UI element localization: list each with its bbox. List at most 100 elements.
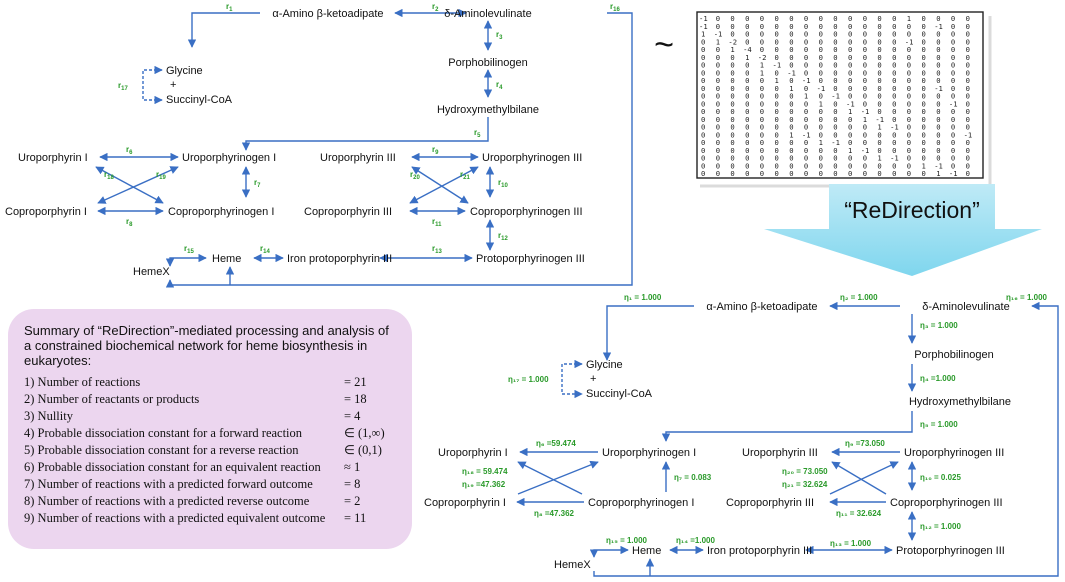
summary-title: Summary of “ReDirection”-mediated proces… (24, 323, 389, 368)
top-label-r10: r10 (498, 178, 508, 189)
top-label-r15: r15 (184, 244, 194, 255)
summary-row-label: 7) Number of reactions with a predicted … (24, 477, 313, 491)
top-node-succinyl-coa: Succinyl-CoA (166, 94, 233, 106)
top-edge-r17 (142, 65, 163, 105)
top-label-r17: r17 (118, 81, 128, 92)
top-node-porphobilinogen: Porphobilinogen (448, 57, 528, 69)
eta-label-5: η₅ = 1.000 (920, 420, 958, 429)
top-label-r19: r19 (156, 170, 166, 181)
bottom-node-protoporphyrinogen-iii: Protoporphyrinogen III (896, 545, 1005, 557)
bottom-edge-r21 (829, 461, 899, 495)
bottom-node-glycine: Glycine (586, 359, 623, 371)
top-label-r16: r16 (610, 2, 620, 13)
top-label-r13: r13 (432, 244, 442, 255)
top-node-coproporphyrinogen-iii: Coproporphyrinogen III (470, 206, 583, 218)
summary-row: 1) Number of reactions = 21 (24, 374, 398, 391)
top-label-r21: r21 (460, 170, 470, 181)
summary-row-value: = 8 (344, 477, 361, 491)
bottom-node-uroporphyrin-iii: Uroporphyrin III (742, 447, 818, 459)
summary-row: 3) Nullity= 4 (24, 408, 398, 425)
top-node-coproporphyrinogen-i: Coproporphyrinogen I (168, 206, 274, 218)
eta-label-18: η₁₈ = 59.474 (462, 467, 508, 476)
eta-label-20: η₂₀ = 73.050 (782, 467, 828, 476)
top-label-r4: r4 (496, 80, 503, 91)
summary-row-label: 1) Number of reactions (24, 375, 141, 389)
bottom-edge-r16 (593, 301, 1059, 577)
top-node-uroporphyrin-iii: Uroporphyrin III (320, 152, 396, 164)
summary-row-label: 8) Number of reactions with a predicted … (24, 494, 310, 508)
top-node-coproporphyrin-iii: Coproporphyrin III (304, 206, 392, 218)
summary-row-value: ≈ 1 (344, 460, 361, 474)
bottom-node-succinyl-coa: Succinyl-CoA (586, 388, 653, 400)
redirection-arrow-shape (764, 184, 1042, 276)
bottom-edge-r18 (517, 461, 583, 495)
top-label-r3: r3 (496, 30, 503, 41)
eta-label-10: η₁₀ = 0.025 (920, 473, 961, 482)
top-label-r11: r11 (432, 217, 442, 228)
eta-label-17: η₁₇ = 1.000 (508, 375, 549, 384)
eta-label-16: η₁₆ = 1.000 (1006, 293, 1048, 302)
bottom-edge-r15 (589, 545, 629, 558)
eta-label-13: η₁₃ = 1.000 (830, 539, 872, 548)
matrix-frame (696, 11, 984, 179)
top-node-coproporphyrin-i: Coproporphyrin I (5, 206, 87, 218)
top-label-r7: r7 (254, 178, 261, 189)
summary-row-value: ∈ (0,1) (344, 443, 382, 457)
eta-label-8: η₈ =47.362 (534, 509, 575, 518)
bottom-node-uroporphyrin-i: Uroporphyrin I (438, 447, 508, 459)
top-label-r14: r14 (260, 244, 270, 255)
top-label-r20: r20 (410, 170, 420, 181)
top-edge-r16 (165, 12, 633, 288)
eta-label-6: η₆ =59.474 (536, 439, 576, 448)
eta-label-2: η₂ = 1.000 (840, 293, 878, 302)
eta-label-11: η₁₁ = 32.624 (836, 509, 882, 518)
bottom-node-hemex: HemeX (554, 559, 591, 571)
redirection-arrow: “ReDirection” (764, 184, 1042, 276)
bottom-node-uroporphyrinogen-iii: Uroporphyrinogen III (904, 447, 1004, 459)
eta-label-4: η₄ =1.000 (920, 374, 956, 383)
bottom-node-coproporphyrinogen-i: Coproporphyrinogen I (588, 497, 694, 509)
top-label-r12: r12 (498, 231, 508, 242)
top-node-uroporphyrinogen-i: Uroporphyrinogen I (182, 152, 276, 164)
top-label-r9: r9 (432, 145, 439, 156)
summary-row-value: = 21 (344, 375, 367, 389)
top-label-r2: r2 (432, 2, 439, 13)
bottom-node-plus: + (590, 373, 596, 385)
bottom-node-coproporphyrin-iii: Coproporphyrin III (726, 497, 814, 509)
summary-row: 6) Probable dissociation constant for an… (24, 459, 398, 476)
summary-row-value: = 2 (344, 494, 361, 508)
bottom-edge-r1 (602, 305, 694, 361)
eta-label-15: η₁₅ = 1.000 (606, 536, 648, 545)
bottom-node-coproporphyrin-i: Coproporphyrin I (424, 497, 506, 509)
eta-label-12: η₁₂ = 1.000 (920, 522, 961, 531)
summary-row-label: 5) Probable dissociation constant for a … (24, 443, 299, 457)
bottom-node-aminoketoadipate: α-Amino β-ketoadipate (706, 301, 817, 313)
eta-label-14: η₁₄ =1.000 (676, 536, 715, 545)
summary-row: 7) Number of reactions with a predicted … (24, 476, 398, 493)
top-edge-r15 (165, 253, 207, 267)
bottom-edge-r19 (517, 460, 599, 495)
bottom-edge-r5 (661, 411, 913, 442)
summary-row: 4) Probable dissociation constant for a … (24, 425, 398, 442)
summary-row: 2) Number of reactants or products= 18 (24, 391, 398, 408)
summary-row-label: 6) Probable dissociation constant for an… (24, 460, 321, 474)
bottom-node-coproporphyrinogen-iii: Coproporphyrinogen III (890, 497, 1003, 509)
summary-row-value: = 18 (344, 392, 367, 406)
summary-row-label: 4) Probable dissociation constant for a … (24, 426, 303, 440)
